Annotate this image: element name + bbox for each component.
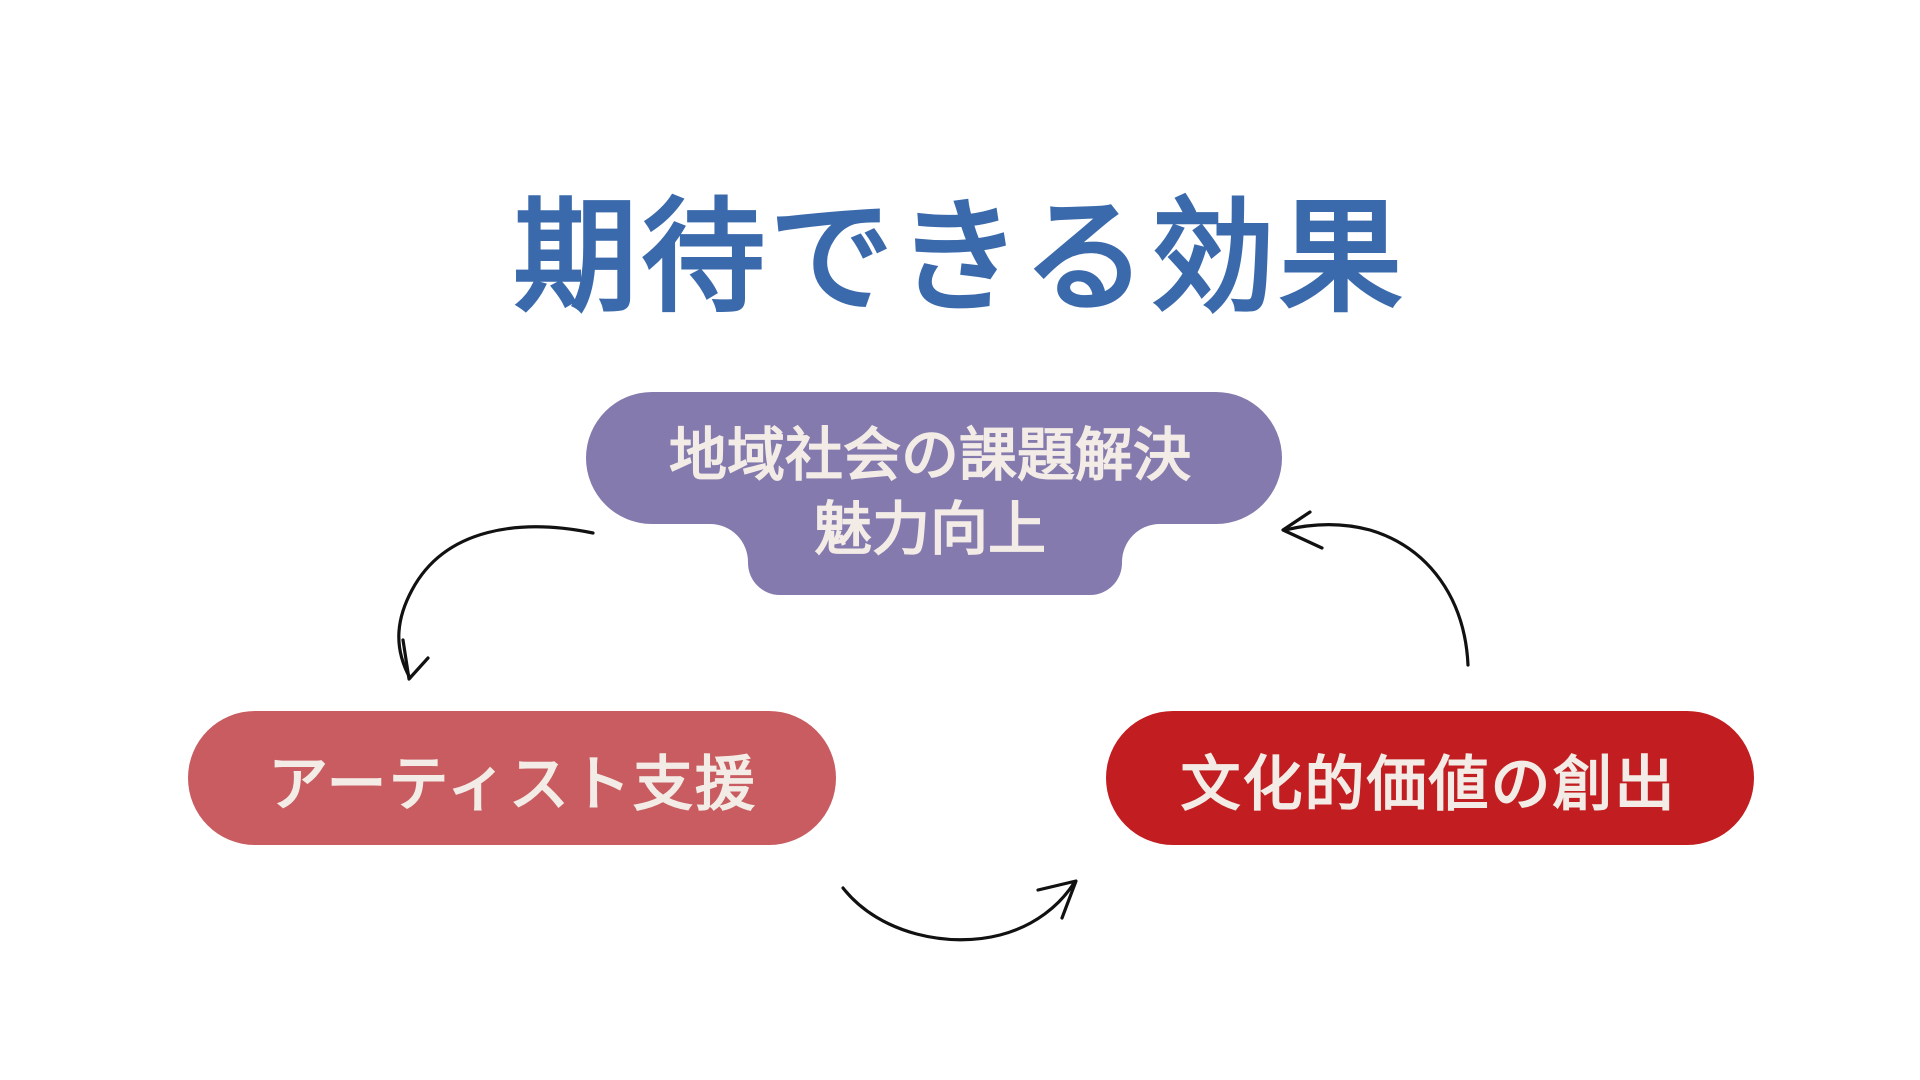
arrow-top-to-left <box>397 525 595 681</box>
top-node-text: 地域社会の課題解決 魅力向上 <box>580 412 1280 572</box>
page-title: 期待できる効果 <box>513 186 1407 330</box>
arrow-left-to-right <box>841 879 1078 942</box>
arrow-right-to-top <box>1281 510 1470 667</box>
top-node-shape <box>586 392 1282 595</box>
left-node-shape <box>188 711 836 845</box>
top-node-line-2: 魅力向上 <box>813 495 1046 563</box>
right-node-shape <box>1106 711 1754 845</box>
right-node-label: 文化的価値の創出 <box>1180 749 1677 820</box>
left-node-text: アーティスト支援 <box>190 713 835 845</box>
left-node-label: アーティスト支援 <box>268 749 757 820</box>
right-node-text: 文化的価値の創出 <box>1106 713 1751 845</box>
top-node-line-1: 地域社会の課題解決 <box>668 421 1191 489</box>
